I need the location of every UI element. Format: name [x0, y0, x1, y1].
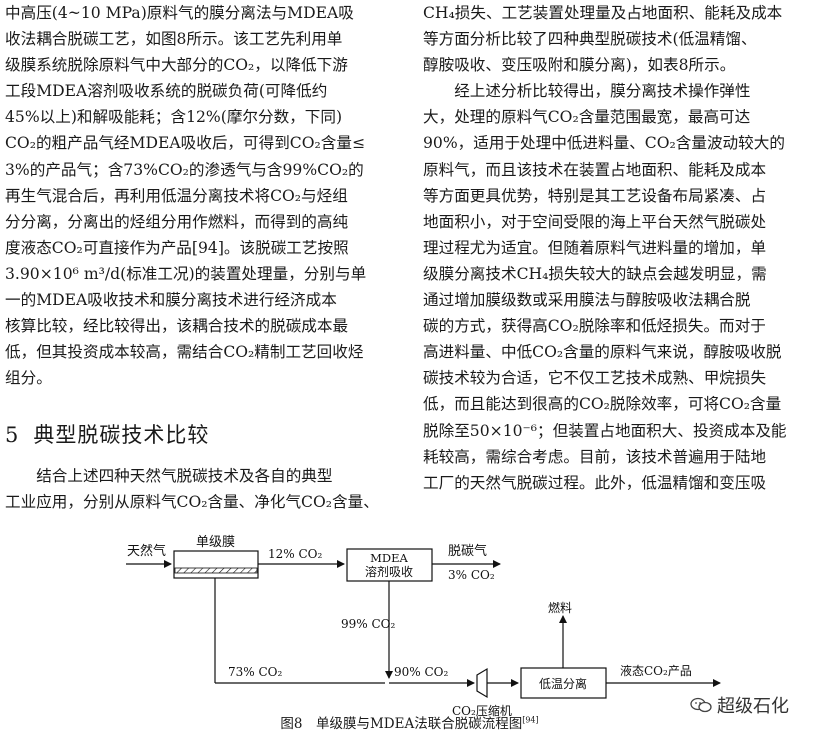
- stream-3-label: 3% CO₂: [448, 568, 495, 582]
- caption-text: 图8 单级膜与MDEA法联合脱碳流程图: [280, 716, 523, 732]
- text-line: 中高压(4~10 MPa)原料气的膜分离法与MDEA吸: [5, 4, 354, 22]
- text-line: 结合上述四种天然气脱碳技术及各自的典型: [5, 467, 333, 485]
- product-gas-label: 脱碳气: [448, 543, 487, 559]
- membrane-hatch: [174, 567, 258, 574]
- section-title: 典型脱碳技术比较: [33, 423, 210, 447]
- stream-90-label: 90% CO₂: [394, 665, 449, 679]
- membrane-label: 单级膜: [196, 535, 235, 550]
- text-line: 收法耦合脱碳工艺，如图8所示。该工艺先利用单: [5, 30, 343, 49]
- text-line: 45%以上)和解吸能耗；含12%(摩尔分数，下同): [5, 108, 343, 127]
- text-line: 理过程尤为适宜。但随着原料气进料量的增加，单: [423, 238, 767, 257]
- text-line: 工段MDEA溶剂吸收系统的脱碳负荷(可降低约: [5, 82, 328, 101]
- text-line: 通过增加膜级数或采用膜法与醇胺吸收法耦合脱: [423, 291, 751, 310]
- compressor-icon: [476, 667, 488, 699]
- watermark-text: 超级石化: [717, 696, 789, 717]
- text-line: 一的MDEA吸收技术和膜分离技术进行经济成本: [5, 291, 337, 310]
- text-line: 经上述分析比较得出，膜分离技术操作弹性: [423, 82, 751, 101]
- compressor-label: CO₂压缩机: [452, 703, 512, 718]
- stream-99-label: 99% CO₂: [341, 617, 396, 631]
- stream-12-label: 12% CO₂: [268, 547, 323, 561]
- wechat-icon: [690, 697, 712, 713]
- text-line: 工厂的天然气脱碳过程。此外，低温精馏和变压吸: [423, 473, 767, 492]
- text-line: 等方面更具优势，特别是其工艺设备布局紧凑、占: [423, 186, 767, 205]
- text-line: 等方面分析比较了四种典型脱碳技术(低温精馏、: [423, 30, 757, 49]
- feed-label: 天然气: [127, 543, 166, 559]
- stream-73-label: 73% CO₂: [228, 665, 283, 679]
- text-line: 高进料量、中低CO₂含量的原料气来说，醇胺吸收脱: [423, 343, 782, 362]
- text-line: 醇胺吸收、变压吸附和膜分离)，如表8所示。: [423, 56, 736, 75]
- section-heading: 5 典型脱碳技术比较: [5, 419, 209, 449]
- left-column-lower: 结合上述四种天然气脱碳技术及各自的典型工业应用，分别从原料气CO₂含量、净化气C…: [5, 463, 395, 515]
- text-line: 地面积小，对于空间受限的海上平台天然气脱碳处: [423, 212, 767, 231]
- mdea-label-2: 溶剂吸收: [365, 564, 413, 579]
- right-column: CH₄损失、工艺装置处理量及占地面积、能耗及成本等方面分析比较了四种典型脱碳技术…: [423, 0, 815, 496]
- left-paragraph-2: 结合上述四种天然气脱碳技术及各自的典型工业应用，分别从原料气CO₂含量、净化气C…: [5, 463, 395, 515]
- text-line: 核算比较，经比较得出，该耦合技术的脱碳成本最: [5, 317, 349, 336]
- left-column: 中高压(4~10 MPa)原料气的膜分离法与MDEA吸收法耦合脱碳工艺，如图8所…: [5, 0, 395, 391]
- section-number: 5: [5, 423, 20, 447]
- text-line: CO₂的粗产品气经MDEA吸收后，可得到CO₂含量≤: [5, 134, 366, 153]
- right-paragraphs: CH₄损失、工艺装置处理量及占地面积、能耗及成本等方面分析比较了四种典型脱碳技术…: [423, 0, 815, 496]
- liquid-co2-label: 液态CO₂产品: [620, 663, 692, 678]
- text-line: 级膜系统脱除原料气中大部分的CO₂，以降低下游: [5, 56, 348, 75]
- text-line: 度液态CO₂可直接作为产品[94]。该脱碳工艺按照: [5, 238, 349, 257]
- text-line: 级膜分离技术CH₄损失较大的缺点会越发明显，需: [423, 264, 767, 283]
- text-line: 大，处理的原料气CO₂含量范围最宽，最高可达: [423, 108, 751, 127]
- text-line: 工业应用，分别从原料气CO₂含量、净化气CO₂含量、: [5, 493, 379, 512]
- text-line: 脱除至50×10⁻⁶；但装置占地面积大、投资成本及能: [423, 421, 787, 440]
- fuel-label: 燃料: [548, 600, 572, 615]
- text-line: CH₄损失、工艺装置处理量及占地面积、能耗及成本: [423, 4, 783, 22]
- cryo-label: 低温分离: [539, 676, 587, 691]
- text-line: 碳的方式，获得高CO₂脱除率和低烃损失。而对于: [423, 317, 766, 336]
- text-line: 3.90×10⁶ m³/d(标准工况)的装置处理量，分别与单: [5, 264, 367, 283]
- text-line: 90%，适用于处理中低进料量、CO₂含量波动较大的: [423, 134, 785, 153]
- text-line: 低，但其投资成本较高，需结合CO₂精制工艺回收烃: [5, 343, 364, 362]
- membrane-unit: [173, 550, 259, 579]
- text-line: 分分离，分离出的烃组分用作燃料，而得到的高纯: [5, 212, 349, 231]
- text-line: 碳技术较为合适，它不仅工艺技术成熟、甲烷损失: [423, 369, 767, 388]
- text-line: 耗较高，需综合考虑。目前，该技术普遍用于陆地: [423, 447, 767, 466]
- flow-diagram-svg: 天然气 单级膜 12% CO₂ MDEA 溶剂吸收 脱碳气 3% CO₂ 73%…: [126, 535, 721, 718]
- text-line: 再生气混合后，再利用低温分离技术将CO₂与烃组: [5, 186, 348, 205]
- watermark: 超级石化: [690, 694, 789, 717]
- mdea-absorption-unit: [346, 548, 433, 582]
- text-line: 原料气，而且该技术在装置占地面积、能耗及成本: [423, 160, 767, 179]
- figure-caption: 图8 单级膜与MDEA法联合脱碳流程图[94]: [0, 712, 819, 733]
- text-line: 组分。: [5, 369, 52, 388]
- left-paragraph-1: 中高压(4~10 MPa)原料气的膜分离法与MDEA吸收法耦合脱碳工艺，如图8所…: [5, 0, 395, 391]
- text-line: 3%的产品气；含73%CO₂的渗透气与含99%CO₂的: [5, 160, 364, 179]
- mdea-label-1: MDEA: [370, 551, 408, 565]
- flow-diagram: 天然气 单级膜 12% CO₂ MDEA 溶剂吸收 脱碳气 3% CO₂ 73%…: [0, 530, 819, 743]
- text-line: 低，而且能达到很高的CO₂脱除效率，可将CO₂含量: [423, 395, 782, 414]
- cryogenic-separation-unit: [520, 667, 607, 699]
- caption-ref: [94]: [522, 715, 539, 725]
